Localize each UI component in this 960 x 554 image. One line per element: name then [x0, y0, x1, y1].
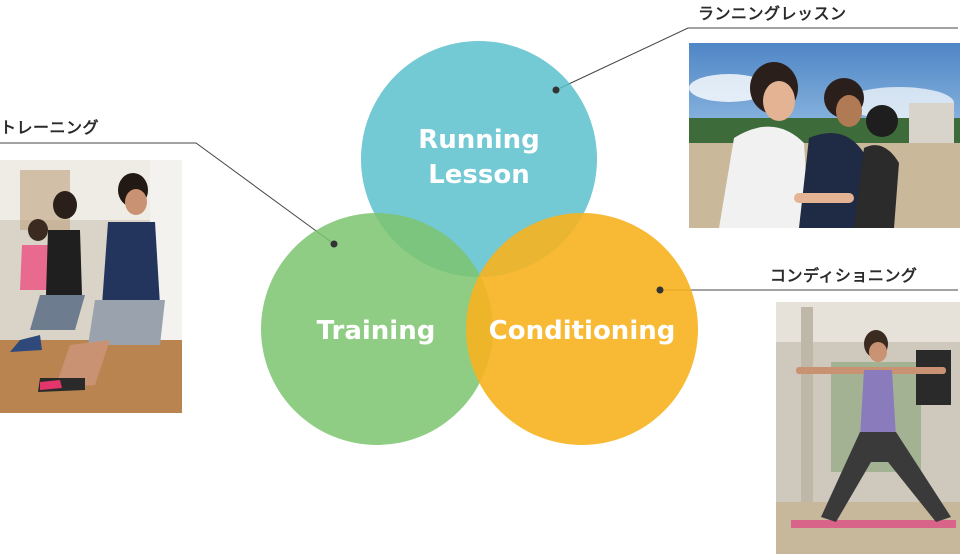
conditioning-label: Conditioning — [489, 316, 676, 346]
running-callout-label: ランニングレッスン — [698, 4, 847, 23]
training-circle — [261, 213, 493, 445]
running-lesson-photo — [689, 43, 960, 228]
training-connector-line — [0, 142, 335, 245]
running-connector-line — [555, 27, 958, 91]
training-label: Training — [317, 316, 436, 346]
yoga-pose-photo — [776, 302, 960, 554]
conditioning-callout-label: コンディショニング — [770, 266, 918, 285]
conditioning-connector-dot — [656, 286, 664, 294]
running-connector-dot — [552, 86, 560, 94]
running-lesson-circle — [361, 41, 597, 277]
training-connector-dot — [330, 240, 338, 248]
running-label-line1: Running — [418, 125, 540, 155]
training-callout-label: トレーニング — [0, 118, 100, 137]
training-class-photo — [0, 160, 182, 413]
running-label-line2: Lesson — [428, 160, 530, 190]
conditioning-circle — [466, 213, 698, 445]
